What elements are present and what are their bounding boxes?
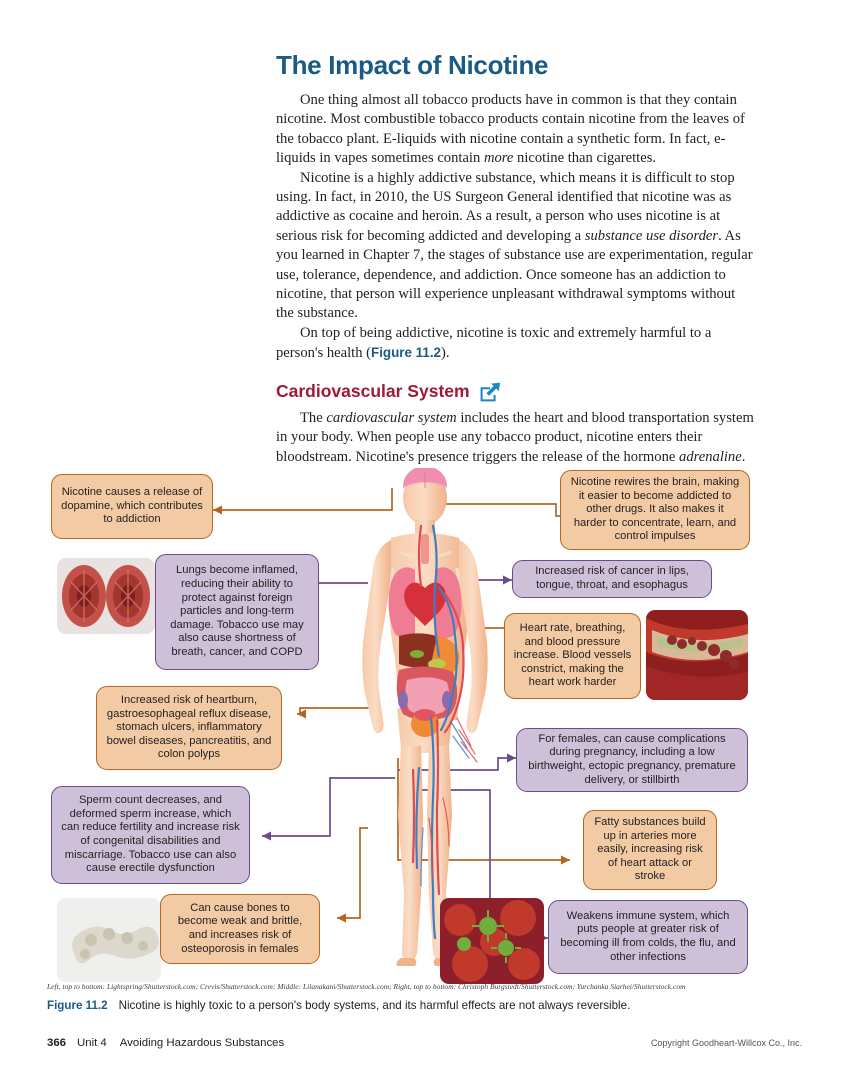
lungs-photo [57, 558, 155, 634]
subsection-paragraph: The cardiovascular system includes the h… [276, 409, 754, 465]
callout-pregnancy: For females, can cause complications dur… [516, 728, 748, 792]
callout-brain: Nicotine rewires the brain, making it ea… [560, 470, 750, 550]
photo-credits: Left, top to bottom: Lightspring/Shutter… [47, 982, 686, 991]
callout-immune: Weakens immune system, which puts people… [548, 900, 748, 974]
callout-bones: Can cause bones to become weak and britt… [160, 894, 320, 964]
callout-heartburn: Increased risk of heartburn, gastroesoph… [96, 686, 282, 770]
figure-caption: Figure 11.2 Nicotine is highly toxic to a… [47, 999, 787, 1012]
subsection-heading-label: Cardiovascular System [276, 380, 470, 401]
artery-photo [646, 610, 748, 700]
callout-cancer: Increased risk of cancer in lips, tongue… [512, 560, 712, 598]
footer-unit-title: Avoiding Hazardous Substances [119, 1037, 285, 1049]
footer-copyright: Copyright Goodheart-Willcox Co., Inc. [650, 1038, 802, 1048]
callout-lungs: Lungs become inflamed, reducing their ab… [155, 554, 319, 670]
figure-11-2: Nicotine causes a release of dopamine, w… [0, 458, 849, 988]
virus-photo [440, 898, 544, 984]
page-footer: 366 Unit 4 Avoiding Hazardous Substances… [47, 1037, 802, 1049]
figure-caption-text: Nicotine is highly toxic to a person's b… [118, 999, 631, 1012]
bone-photo [57, 898, 161, 982]
footer-unit: Unit 4 [77, 1037, 107, 1049]
article-text-column: The Impact of Nicotine One thing almost … [276, 50, 754, 467]
paragraph-3: On top of being addictive, nicotine is t… [276, 324, 712, 362]
callout-fatty: Fatty substances build up in arteries mo… [583, 810, 717, 890]
callout-dopamine: Nicotine causes a release of dopamine, w… [51, 474, 213, 539]
human-body-anatomy-illustration [333, 466, 518, 968]
figure-caption-label: Figure 11.2 [47, 999, 108, 1012]
page-title: The Impact of Nicotine [276, 50, 549, 80]
external-link-icon[interactable] [479, 382, 501, 402]
footer-page-number: 366 [47, 1037, 67, 1049]
callout-heart-rate: Heart rate, breathing, and blood pressur… [504, 613, 641, 699]
paragraph-1: One thing almost all tobacco products ha… [276, 92, 745, 167]
paragraph-2: Nicotine is a highly addictive substance… [276, 169, 753, 322]
callout-sperm: Sperm count decreases, and deformed sper… [51, 786, 250, 884]
subsection-heading: Cardiovascular System [276, 381, 754, 402]
